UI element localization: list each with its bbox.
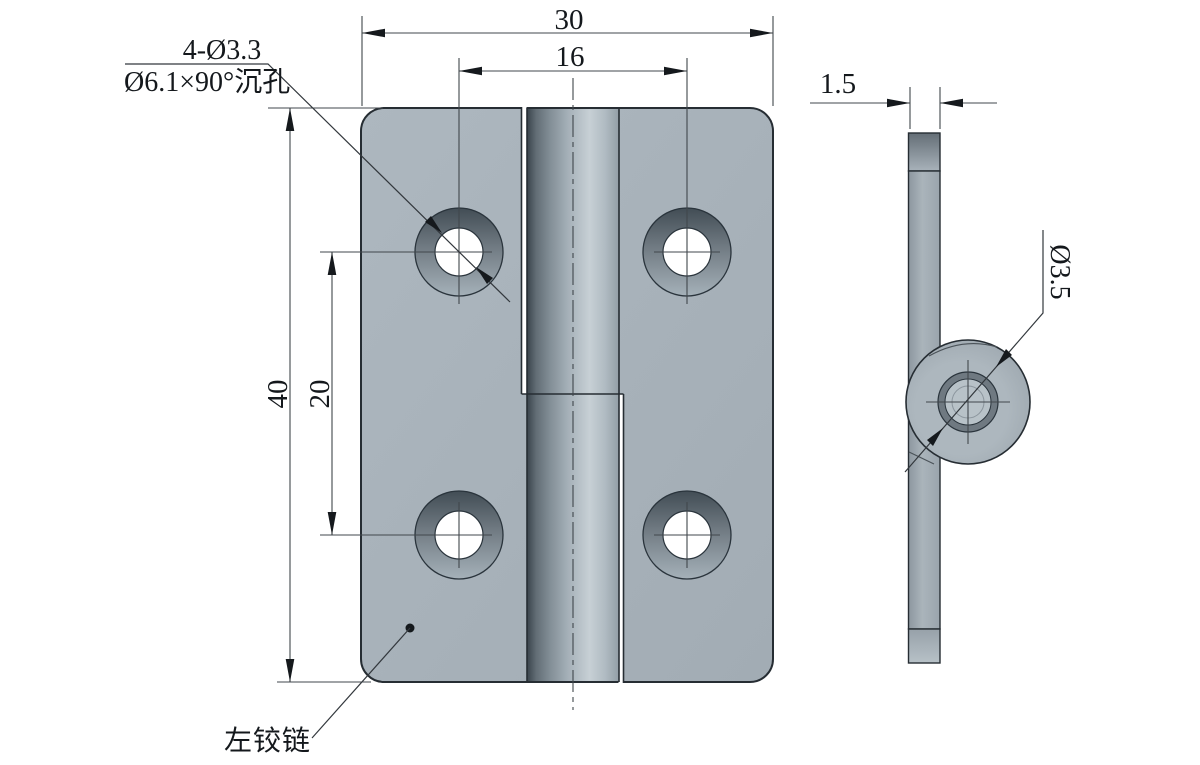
pin-diameter-value: Ø3.5	[1044, 244, 1075, 299]
part-label-callout: 左铰链	[224, 623, 415, 757]
dim-thickness-value: 1.5	[820, 68, 856, 100]
dimension-overall-height: 40	[262, 107, 383, 683]
knuckle-seam-line	[908, 451, 935, 465]
dimension-overall-width: 30	[361, 4, 774, 106]
side-view	[905, 132, 1031, 664]
dim-overall-height-value: 40	[262, 380, 294, 409]
dimension-thickness: 1.5	[810, 68, 997, 129]
knuckle-centerlines	[926, 360, 1010, 444]
front-view	[360, 78, 774, 710]
dim-hole-spacing-v-value: 20	[304, 380, 336, 409]
leaf-gap-lower	[618, 394, 624, 687]
part-label-text: 左铰链	[224, 725, 311, 757]
pin-diameter-leader-line	[904, 230, 1044, 473]
countersink-callout: 4-Ø3.3 Ø6.1×90°沉孔	[124, 35, 511, 303]
dim-overall-width-value: 30	[555, 4, 584, 36]
dimension-hole-spacing-horizontal: 16	[458, 41, 688, 304]
countersink-callout-line1: 4-Ø3.3	[183, 35, 262, 66]
side-knuckle-bottom-segment	[907, 628, 941, 664]
dimension-hole-spacing-vertical: 20	[304, 251, 492, 536]
leaf-gap-upper	[521, 103, 527, 394]
knuckle-seam-arc	[928, 343, 998, 357]
part-label-leader-line	[311, 627, 411, 739]
dim-hole-spacing-h-value: 16	[556, 41, 585, 73]
countersink-callout-line2: Ø6.1×90°沉孔	[124, 66, 290, 98]
pin-diameter-callout: Ø3.5	[904, 230, 1075, 473]
side-knuckle-top-segment	[907, 132, 941, 172]
